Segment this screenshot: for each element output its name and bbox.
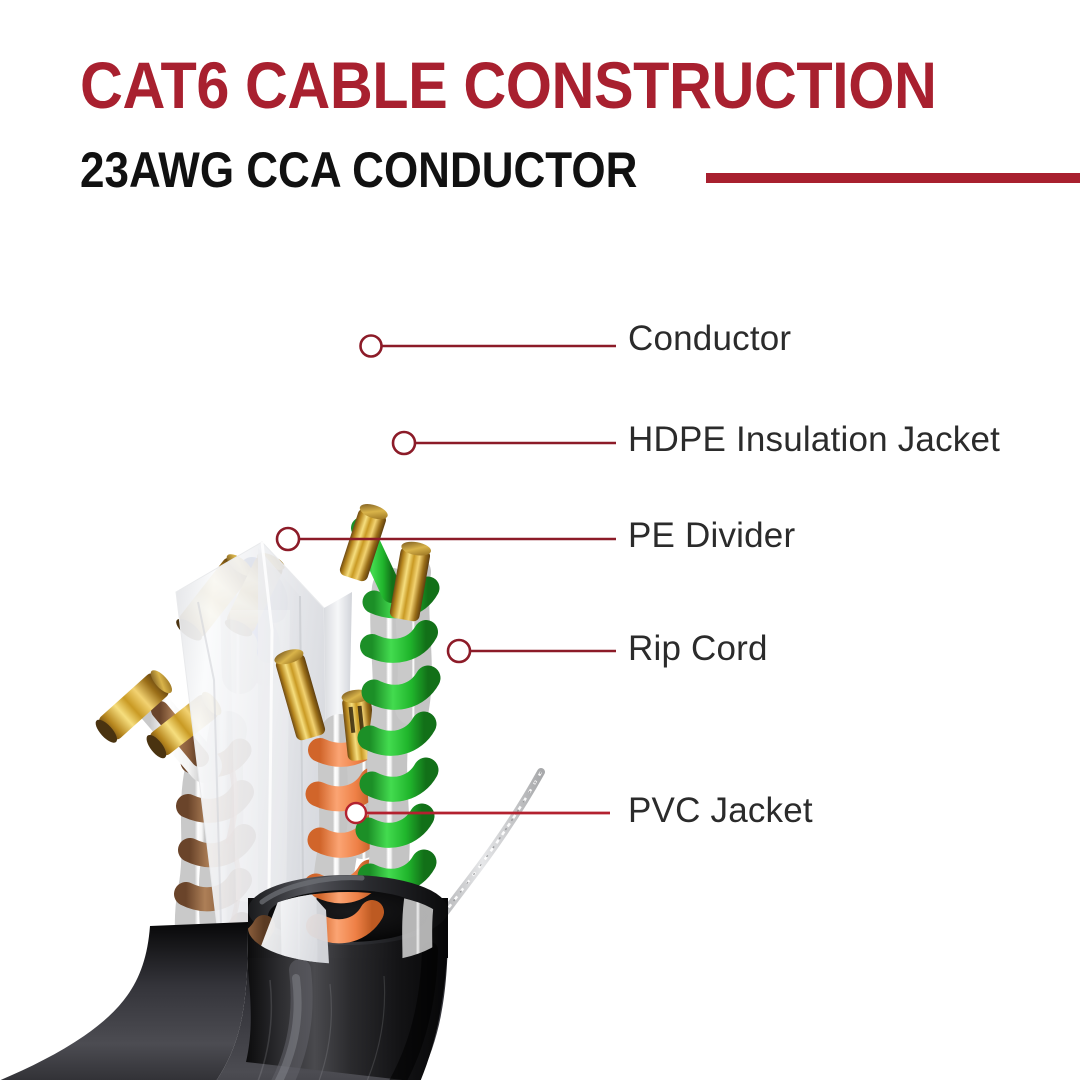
gold-conductor-tip-green-a	[339, 503, 388, 582]
cable-illustration	[0, 210, 1080, 1080]
gold-conductor-tip-brown-a	[95, 670, 173, 743]
gold-conductor-tip-green-b	[389, 541, 432, 622]
header-accent-rule	[706, 173, 1080, 183]
page-title: CAT6 CABLE CONSTRUCTION	[80, 48, 937, 122]
header-block: CAT6 CABLE CONSTRUCTION 23AWG CCA CONDUC…	[0, 0, 1080, 210]
gold-conductor-tip-orange-a	[274, 649, 326, 741]
page-subtitle: 23AWG CCA CONDUCTOR	[80, 142, 638, 198]
cable-core-group	[95, 503, 545, 1030]
jacket-texture	[257, 975, 386, 1080]
callout-label-pe-divider: PE Divider	[628, 516, 796, 555]
callout-label-conductor: Conductor	[628, 319, 792, 358]
callout-label-hdpe-insulation-jacket: HDPE Insulation Jacket	[628, 420, 1001, 459]
callout-label-rip-cord: Rip Cord	[628, 629, 768, 668]
callout-label-pvc-jacket: PVC Jacket	[628, 791, 813, 830]
